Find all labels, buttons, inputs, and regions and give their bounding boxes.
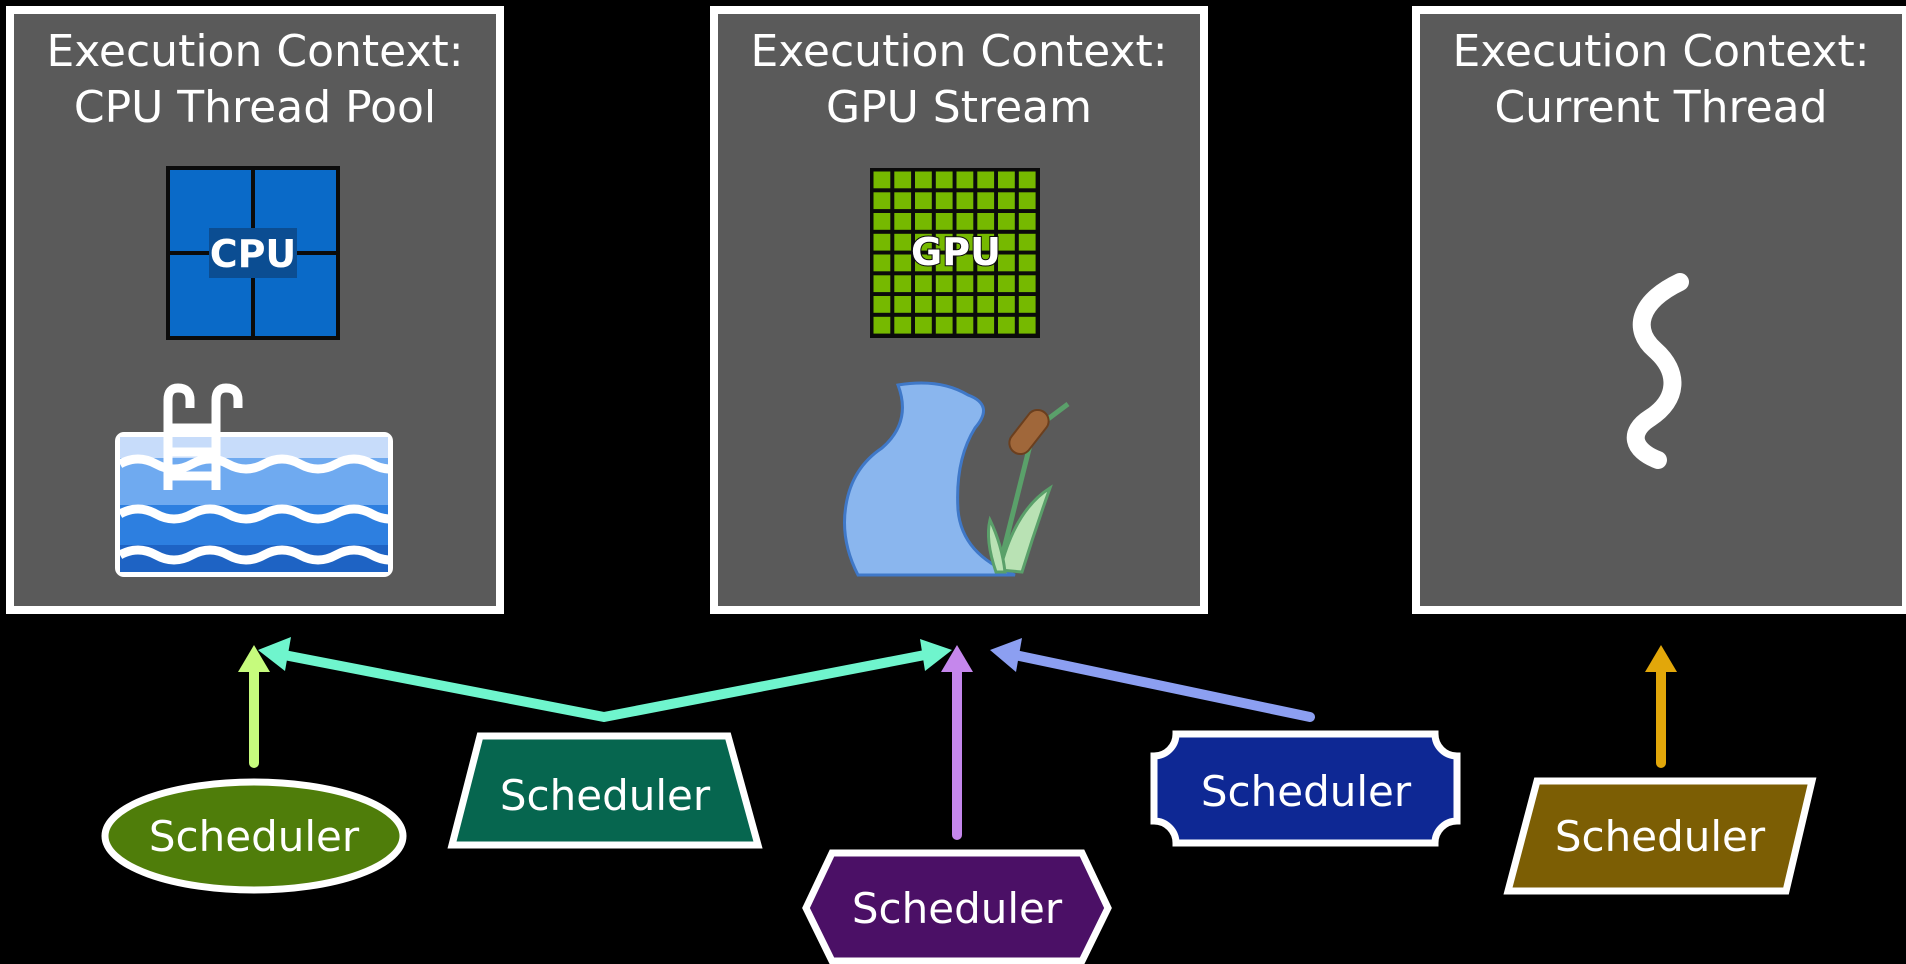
arrow-hexagon-to-gpu — [941, 645, 973, 840]
gpu-core-cell — [998, 233, 1015, 251]
gpu-core-cell — [977, 296, 995, 313]
gpu-core-cell — [915, 316, 932, 334]
gpu-core-cell — [894, 316, 912, 334]
gpu-chip-label: GPU — [911, 230, 1001, 274]
gpu-core-cell — [873, 296, 891, 313]
gpu-core-cell — [915, 275, 932, 293]
gpu-core-cell — [1018, 192, 1036, 210]
gpu-core-cell — [873, 213, 891, 230]
gpu-core-cell — [935, 316, 953, 334]
gpu-core-cell — [894, 171, 912, 189]
gpu-core-cell — [998, 316, 1015, 334]
gpu-core-cell — [915, 171, 932, 189]
gpu-core-cell — [956, 275, 974, 293]
gpu-core-cell — [998, 296, 1015, 313]
gpu-core-cell — [894, 254, 912, 272]
cpu-chip-label: CPU — [210, 232, 297, 276]
gpu-core-cell — [956, 171, 974, 189]
gpu-core-cell — [894, 233, 912, 251]
gpu-core-cell — [873, 171, 891, 189]
gpu-core-cell — [998, 192, 1015, 210]
context-title-line2: CPU Thread Pool — [74, 82, 436, 133]
gpu-core-cell — [977, 192, 995, 210]
gpu-core-cell — [1018, 275, 1036, 293]
arrow-parallelogram-to-current-thread — [1645, 645, 1677, 768]
scheduler-label: Scheduler — [149, 812, 360, 861]
execution-context-cpu-thread-pool[interactable]: Execution Context: CPU Thread Pool CPU — [6, 6, 504, 614]
arrow-trapezoid-to-cpu-and-gpu — [258, 637, 952, 722]
gpu-core-cell — [977, 171, 995, 189]
arrows — [238, 637, 1677, 840]
gpu-core-cell — [935, 254, 953, 272]
gpu-core-cell — [915, 254, 932, 272]
gpu-core-cell — [873, 192, 891, 210]
arrow-ticket-to-gpu — [990, 638, 1315, 722]
gpu-core-cell — [935, 296, 953, 313]
gpu-core-cell — [977, 316, 995, 334]
gpu-core-cell — [1018, 171, 1036, 189]
gpu-core-cell — [894, 275, 912, 293]
scheduler-hexagon[interactable]: Scheduler — [802, 849, 1112, 964]
scheduler-label: Scheduler — [1201, 767, 1412, 816]
context-title-line1: Execution Context: — [1452, 26, 1869, 77]
gpu-core-cell — [935, 233, 953, 251]
context-title-line1: Execution Context: — [750, 26, 1167, 77]
scheduler-ticket[interactable]: Scheduler — [1150, 730, 1461, 847]
execution-context-gpu-stream[interactable]: Execution Context: GPU Stream GPU — [710, 6, 1208, 614]
gpu-core-cell — [998, 171, 1015, 189]
gpu-icon: GPU — [870, 168, 1040, 338]
gpu-core-cell — [1018, 296, 1036, 313]
gpu-core-cell — [977, 213, 995, 230]
river-stream-icon — [843, 381, 1070, 577]
gpu-core-cell — [956, 213, 974, 230]
gpu-core-cell — [894, 213, 912, 230]
scheduler-label: Scheduler — [852, 884, 1063, 933]
gpu-core-cell — [915, 213, 932, 230]
gpu-core-cell — [915, 233, 932, 251]
gpu-core-cell — [998, 254, 1015, 272]
context-box — [1412, 6, 1906, 614]
gpu-core-cell — [1018, 254, 1036, 272]
gpu-core-cell — [915, 192, 932, 210]
gpu-core-cell — [977, 233, 995, 251]
gpu-core-cell — [977, 254, 995, 272]
context-title-line1: Execution Context: — [46, 26, 463, 77]
gpu-core-cell — [873, 316, 891, 334]
scheduler-label: Scheduler — [1555, 812, 1766, 861]
scheduler-label: Scheduler — [500, 771, 711, 820]
gpu-core-cell — [956, 316, 974, 334]
gpu-core-cell — [894, 192, 912, 210]
gpu-core-cell — [956, 254, 974, 272]
context-title-line2: GPU Stream — [826, 82, 1092, 133]
scheduler-trapezoid[interactable]: Scheduler — [447, 732, 763, 849]
gpu-core-cell — [1018, 233, 1036, 251]
gpu-core-cell — [894, 296, 912, 313]
scheduler-parallelogram[interactable]: Scheduler — [1503, 777, 1817, 895]
arrow-ellipse-to-cpu-pool — [238, 645, 270, 768]
gpu-core-cell — [956, 296, 974, 313]
gpu-core-cell — [873, 233, 891, 251]
cpu-icon: CPU — [166, 166, 340, 340]
gpu-core-cell — [935, 171, 953, 189]
gpu-core-cell — [935, 213, 953, 230]
execution-context-current-thread[interactable]: Execution Context: Current Thread — [1412, 6, 1906, 614]
gpu-core-cell — [935, 192, 953, 210]
gpu-core-cell — [1018, 213, 1036, 230]
gpu-core-cell — [956, 233, 974, 251]
gpu-core-cell — [873, 275, 891, 293]
thread-squiggle-icon — [1626, 273, 1689, 469]
gpu-core-cell — [873, 254, 891, 272]
gpu-core-cell — [998, 213, 1015, 230]
gpu-core-cell — [935, 275, 953, 293]
scheduler-ellipse[interactable]: Scheduler — [101, 778, 407, 894]
gpu-core-cell — [956, 192, 974, 210]
swimming-pool-icon — [115, 383, 393, 577]
gpu-core-cell — [998, 275, 1015, 293]
gpu-core-cell — [1018, 316, 1036, 334]
gpu-core-cell — [915, 296, 932, 313]
gpu-core-cell — [977, 275, 995, 293]
context-title-line2: Current Thread — [1494, 82, 1827, 133]
